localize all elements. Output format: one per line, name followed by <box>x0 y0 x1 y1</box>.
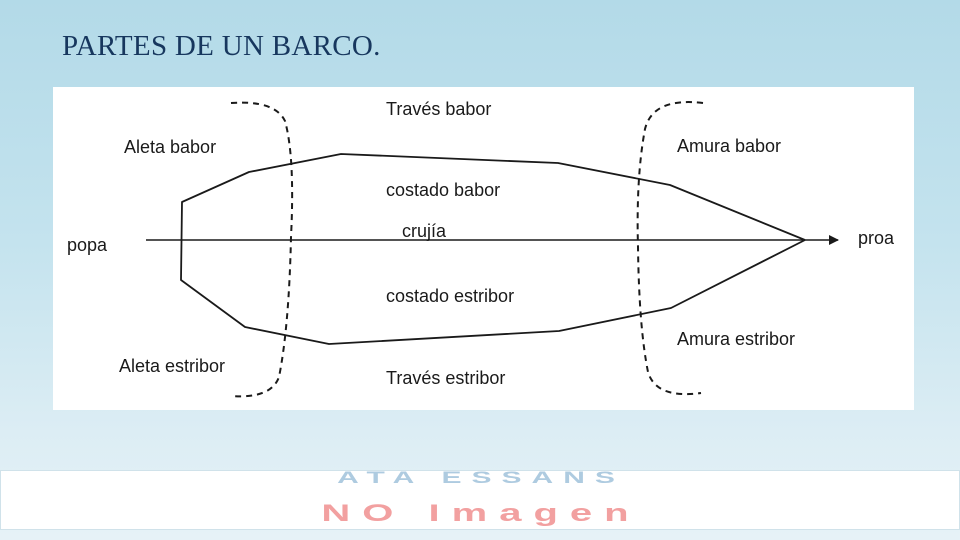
label-amura-estribor: Amura estribor <box>677 329 796 349</box>
hull-outline <box>180 153 806 345</box>
label-crujia: crujía <box>402 221 447 241</box>
label-traves-babor: Través babor <box>386 99 492 119</box>
ship-parts-diagram: Través babor Aleta babor Amura babor cos… <box>53 87 914 410</box>
label-amura-babor: Amura babor <box>677 136 782 156</box>
page-title: PARTES DE UN BARCO. <box>62 30 381 62</box>
label-aleta-babor: Aleta babor <box>124 137 217 157</box>
watermark-top-text: ATA ESSANS <box>337 470 625 487</box>
ship-diagram-svg <box>146 101 839 398</box>
watermark-bottom-text: NO Imagen <box>321 499 641 527</box>
stern-dashed-bracket <box>230 101 294 398</box>
label-costado-estribor: costado estribor <box>386 286 515 306</box>
label-costado-babor: costado babor <box>386 180 501 200</box>
label-popa: popa <box>67 235 108 255</box>
label-proa: proa <box>858 228 895 248</box>
watermark-banner: ATA ESSANS NO Imagen <box>0 470 960 530</box>
bow-dashed-bracket <box>636 101 704 396</box>
label-traves-estribor: Través estribor <box>386 368 506 388</box>
label-aleta-estribor: Aleta estribor <box>119 356 226 376</box>
